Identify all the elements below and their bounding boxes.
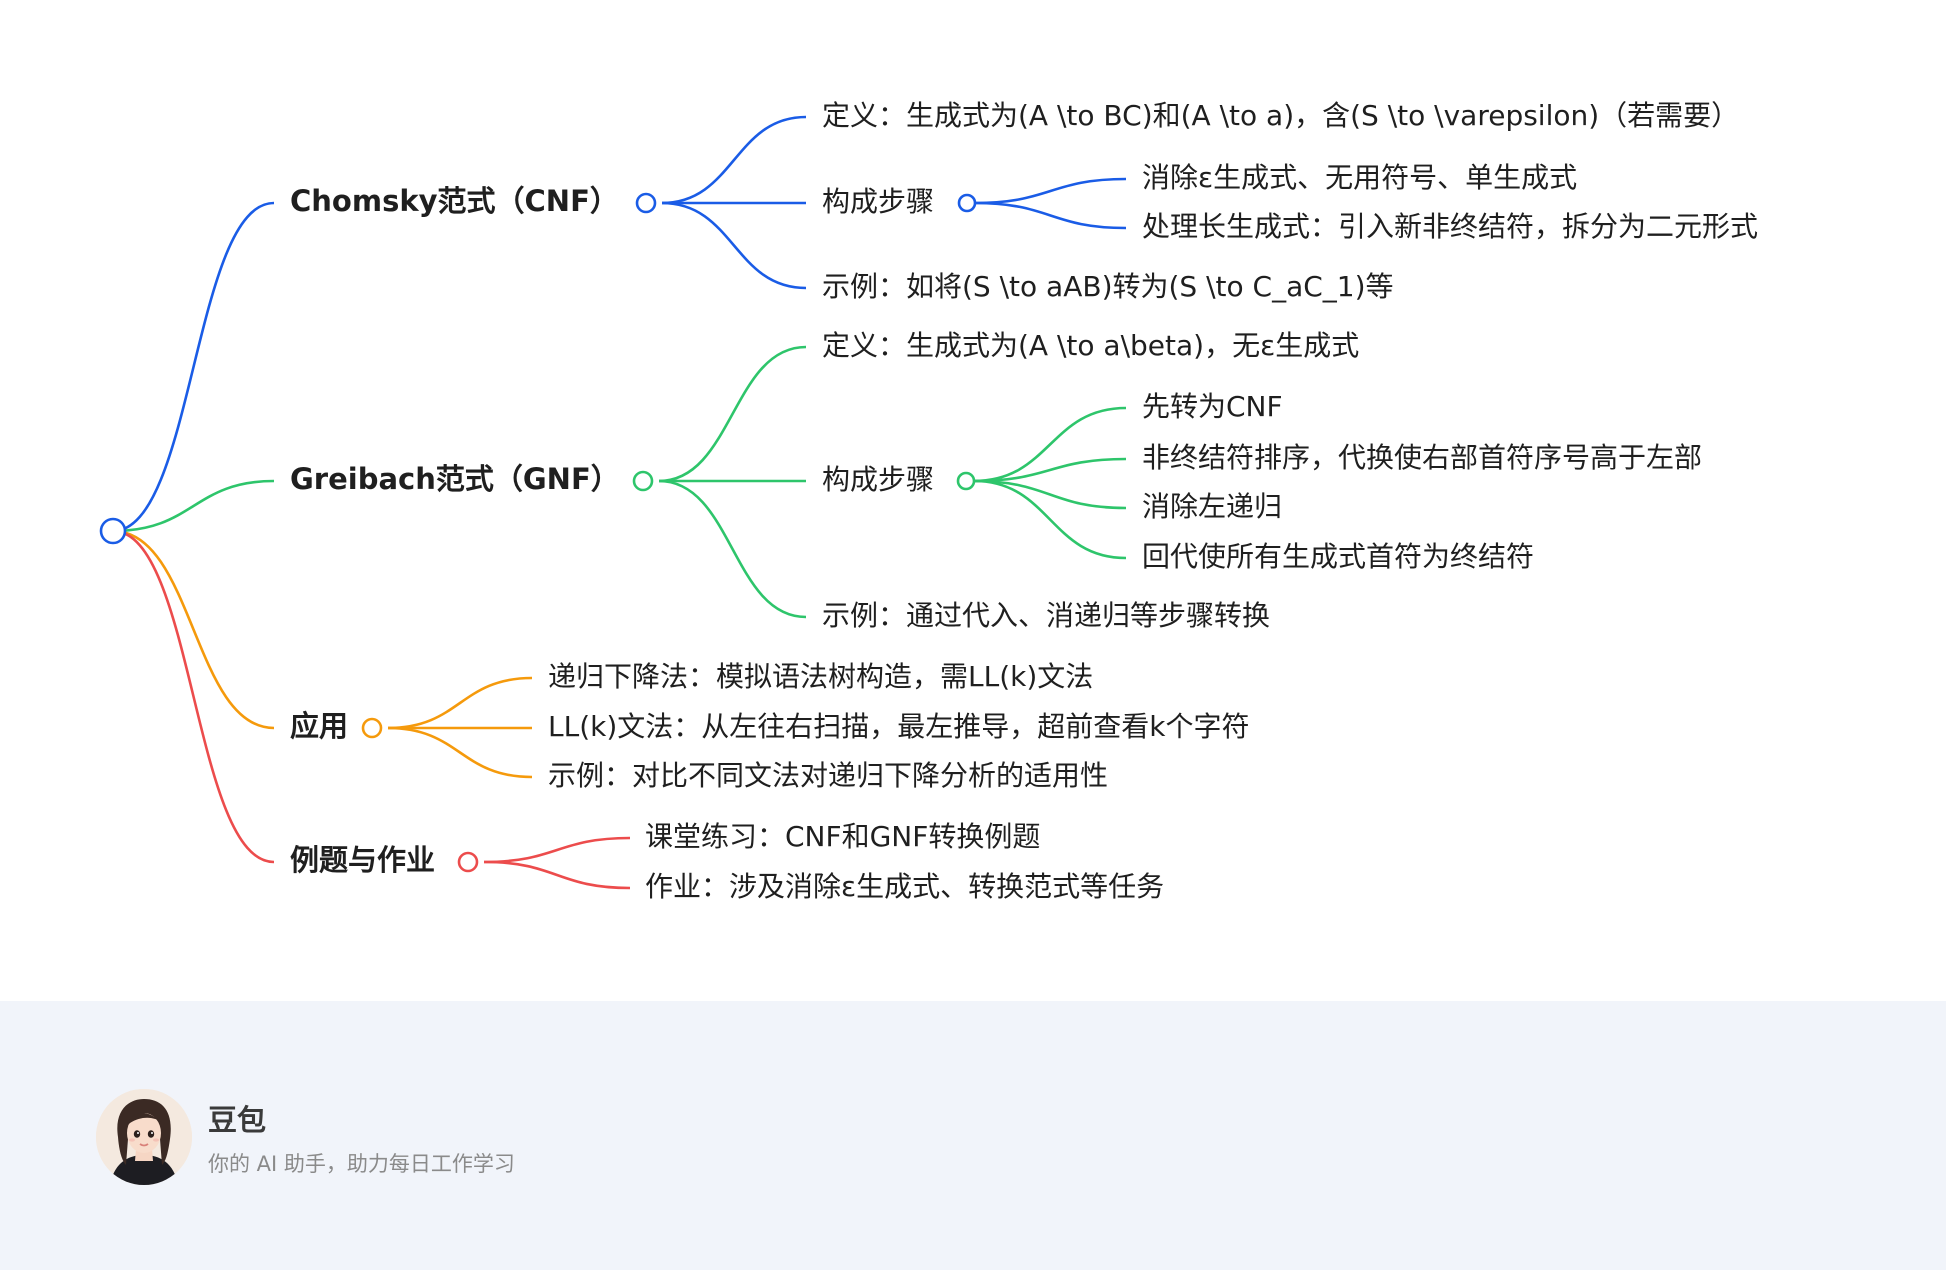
sub-leaf-label: 非终结符排序，代换使右部首符序号高于左部	[1142, 441, 1702, 474]
root-edge	[112, 201, 275, 533]
sub-leaf-label: 先转为CNF	[1142, 390, 1283, 423]
sub-leaf-label: 消除左递归	[1142, 490, 1282, 523]
brand-tagline: 你的 AI 助手，助力每日工作学习	[208, 1152, 515, 1176]
brand-name: 豆包	[208, 1103, 267, 1137]
avatar-icon	[96, 1089, 192, 1185]
leaf-label: 递归下降法：模拟语法树构造，需LL(k)文法	[548, 660, 1093, 693]
leaf-label: 示例：通过代入、消递归等步骤转换	[822, 599, 1270, 632]
branch-edge	[661, 201, 807, 290]
leaf-label: 定义：生成式为(A \to a\beta)，无ε生成式	[822, 329, 1359, 362]
branch-edge	[483, 836, 631, 864]
sub-leaf-label: 处理长生成式：引入新非终结符，拆分为二元形式	[1142, 210, 1758, 243]
leaf-label: 定义：生成式为(A \to BC)和(A \to a)，含(S \to \var…	[822, 99, 1739, 132]
leaf-label: 示例：对比不同文法对递归下降分析的适用性	[548, 759, 1108, 792]
mindmap: Chomsky范式（CNF） 定义：生成式为(A \to BC)和(A \to a…	[99, 99, 1758, 903]
branch-node[interactable]	[457, 851, 479, 873]
footer	[0, 1001, 1946, 1270]
branch-node[interactable]	[632, 470, 654, 492]
sub-edge	[973, 479, 1127, 510]
mindmap-nodes: Chomsky范式（CNF） 定义：生成式为(A \to BC)和(A \to a…	[99, 99, 1758, 903]
root-edge	[112, 529, 275, 730]
sub-edge	[974, 177, 1127, 205]
sub-edge	[973, 406, 1127, 483]
sub-edge	[974, 201, 1127, 230]
leaf-label: 示例：如将(S \to aAB)转为(S \to C_aC_1)等	[822, 270, 1394, 303]
branch-edge	[387, 726, 533, 779]
branch-title: 应用	[290, 709, 348, 743]
branch-title: 例题与作业	[290, 843, 435, 877]
branch-node[interactable]	[635, 192, 657, 214]
branch-title: Chomsky范式（CNF）	[290, 184, 619, 218]
step-node-label: 构成步骤	[822, 185, 934, 218]
sub-edge	[973, 479, 1127, 560]
step-node[interactable]	[956, 471, 976, 491]
leaf-label: 作业：涉及消除ε生成式、转换范式等任务	[645, 870, 1164, 903]
sub-leaf-label: 消除ε生成式、无用符号、单生成式	[1142, 161, 1577, 194]
root-edge	[112, 479, 275, 533]
branch-edge	[658, 479, 807, 619]
step-node-label: 构成步骤	[822, 463, 934, 496]
mindmap-edges	[112, 115, 1127, 890]
step-node[interactable]	[957, 193, 977, 213]
branch-edge	[387, 676, 533, 730]
branch-edge	[661, 115, 807, 205]
branch-title: Greibach范式（GNF）	[290, 462, 620, 496]
leaf-label: 课堂练习：CNF和GNF转换例题	[645, 820, 1040, 853]
root-node[interactable]	[99, 517, 127, 545]
sub-edge	[973, 457, 1127, 483]
branch-edge	[483, 860, 631, 890]
branch-edge	[658, 345, 807, 483]
root-edge	[112, 529, 275, 864]
sub-leaf-label: 回代使所有生成式首符为终结符	[1142, 540, 1534, 573]
branch-node[interactable]	[361, 717, 383, 739]
leaf-label: LL(k)文法：从左往右扫描，最左推导，超前查看k个字符	[548, 710, 1249, 743]
